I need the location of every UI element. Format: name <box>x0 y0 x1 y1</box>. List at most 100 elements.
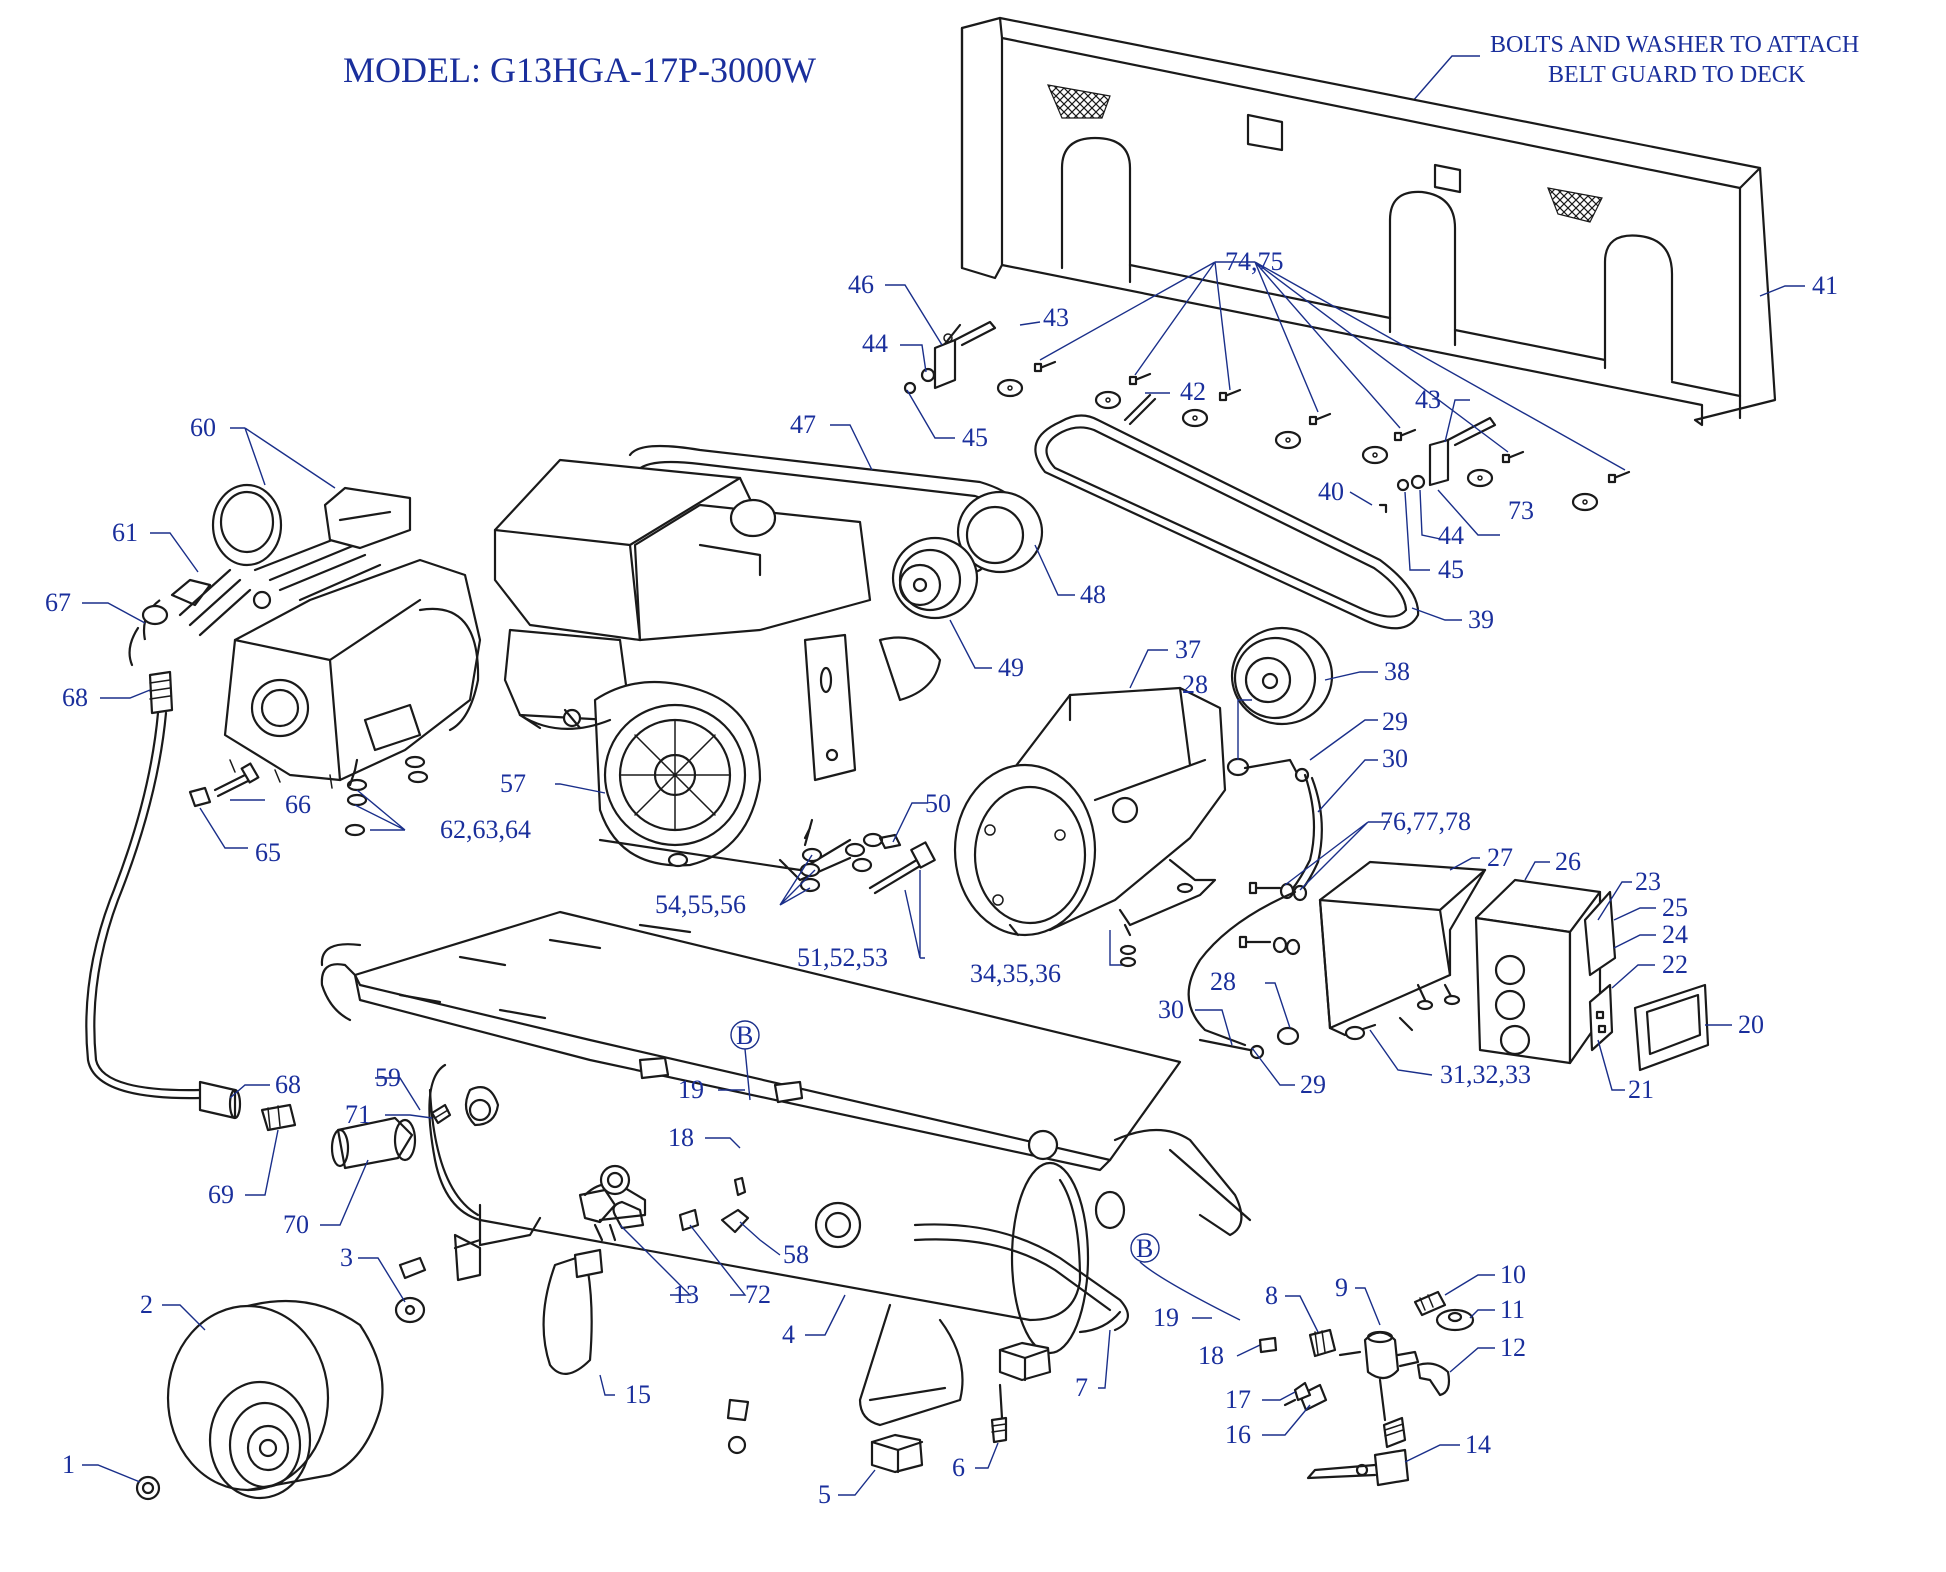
label-31-33: 31,32,33 <box>1440 1060 1531 1089</box>
leader-61 <box>150 532 199 573</box>
label-45b: 45 <box>1438 555 1464 584</box>
screws-76-78-drawing <box>1238 881 1308 956</box>
label-29a: 29 <box>1382 707 1408 736</box>
leader-43b <box>1444 399 1470 443</box>
label-5: 5 <box>818 1480 831 1509</box>
label-68a: 68 <box>62 683 88 712</box>
leader-38 <box>1324 671 1378 681</box>
leader-6 <box>975 1442 999 1469</box>
label-59: 59 <box>375 1063 401 1092</box>
leader-23 <box>1597 881 1632 921</box>
leader-67 <box>82 602 146 624</box>
label-28a: 28 <box>1182 670 1208 699</box>
leader-59 <box>375 1077 421 1111</box>
leader-70 <box>320 1159 369 1226</box>
leader-57 <box>555 783 606 794</box>
wheel-drawing <box>135 1256 427 1501</box>
leader-15 <box>599 1374 615 1396</box>
leader-25 <box>1613 907 1656 921</box>
leader-31-33 <box>1369 1029 1433 1076</box>
callout-b-top-line <box>744 1048 751 1101</box>
label-76-78: 76,77,78 <box>1380 807 1471 836</box>
leader-74-75 <box>1039 261 1626 471</box>
leader-46 <box>885 284 943 346</box>
leader-13 <box>619 1224 692 1296</box>
label-38: 38 <box>1384 657 1410 686</box>
label-42: 42 <box>1180 377 1206 406</box>
leader-72 <box>689 1224 747 1296</box>
leader-3 <box>358 1257 406 1303</box>
leader-69 <box>245 1129 279 1196</box>
leader-37 <box>1129 649 1168 689</box>
label-72: 72 <box>745 1280 771 1309</box>
leader-73 <box>1437 489 1500 536</box>
deck-and-tank-drawing <box>320 910 1252 1427</box>
label-44b: 44 <box>1438 521 1464 550</box>
leader-44a <box>900 344 927 373</box>
leader-45b <box>1404 491 1430 571</box>
callout-b-bottom: B <box>1136 1234 1153 1263</box>
label-44a: 44 <box>862 329 888 358</box>
note-line-1: BOLTS AND WASHER TO ATTACH <box>1490 32 1859 58</box>
callout-b-bottom-circle <box>1130 1233 1160 1263</box>
label-19a: 19 <box>678 1075 704 1104</box>
leader-7 <box>1098 1329 1111 1389</box>
label-58: 58 <box>783 1240 809 1269</box>
label-4: 4 <box>782 1320 795 1349</box>
label-2: 2 <box>140 1290 153 1319</box>
leader-29a <box>1309 719 1378 761</box>
label-7: 7 <box>1075 1373 1088 1402</box>
label-51-53: 51,52,53 <box>797 943 888 972</box>
label-34-36: 34,35,36 <box>970 959 1061 988</box>
label-57: 57 <box>500 769 526 798</box>
motor-washers-drawing <box>1119 882 1194 968</box>
label-50: 50 <box>925 789 951 818</box>
label-49: 49 <box>998 653 1024 682</box>
label-48: 48 <box>1080 580 1106 609</box>
label-15: 15 <box>625 1380 651 1409</box>
label-61: 61 <box>112 518 138 547</box>
label-8: 8 <box>1265 1281 1278 1310</box>
label-6: 6 <box>952 1453 965 1482</box>
label-3: 3 <box>340 1243 353 1272</box>
leader-76-78 <box>1284 821 1390 891</box>
air-pump-drawing <box>128 483 482 789</box>
leader-14 <box>1404 1444 1460 1463</box>
label-21: 21 <box>1628 1075 1654 1104</box>
leader-71 <box>385 1114 433 1119</box>
leader-68b <box>229 1084 270 1099</box>
leader-68a <box>100 689 151 699</box>
belt-guard-drawing <box>960 16 1777 427</box>
leader-58 <box>739 1221 781 1256</box>
leader-28b <box>1265 982 1291 1029</box>
leader-39 <box>1411 607 1462 621</box>
label-16: 16 <box>1225 1420 1251 1449</box>
label-12: 12 <box>1500 1333 1526 1362</box>
label-73: 73 <box>1508 496 1534 525</box>
label-66: 66 <box>285 790 311 819</box>
leader-12 <box>1449 1347 1495 1373</box>
pressure-cable-upper-drawing <box>1226 757 1323 896</box>
label-68b: 68 <box>275 1070 301 1099</box>
label-60: 60 <box>190 413 216 442</box>
feet-drawing <box>870 1310 1122 1474</box>
label-19b: 19 <box>1153 1303 1179 1332</box>
leader-1 <box>82 1464 141 1483</box>
callout-b-top: B <box>736 1021 753 1050</box>
label-37: 37 <box>1175 635 1201 664</box>
leader-10 <box>1444 1274 1495 1296</box>
leader-40 <box>1349 491 1373 506</box>
leader-26 <box>1524 861 1550 881</box>
leader-30b <box>1195 1009 1233 1046</box>
leader-62-64 <box>354 789 406 831</box>
leader-43a <box>1019 321 1041 326</box>
leader-8 <box>1285 1295 1319 1333</box>
leader-27 <box>1449 857 1480 871</box>
leader-51-53 <box>904 870 925 959</box>
valve-assembly-drawing <box>1258 1290 1475 1487</box>
engine-mount-hardware-drawing <box>667 818 936 895</box>
leader-29b <box>1251 1047 1295 1086</box>
leader-22 <box>1611 964 1655 989</box>
label-20: 20 <box>1738 1010 1764 1039</box>
leader-18a <box>705 1137 741 1149</box>
